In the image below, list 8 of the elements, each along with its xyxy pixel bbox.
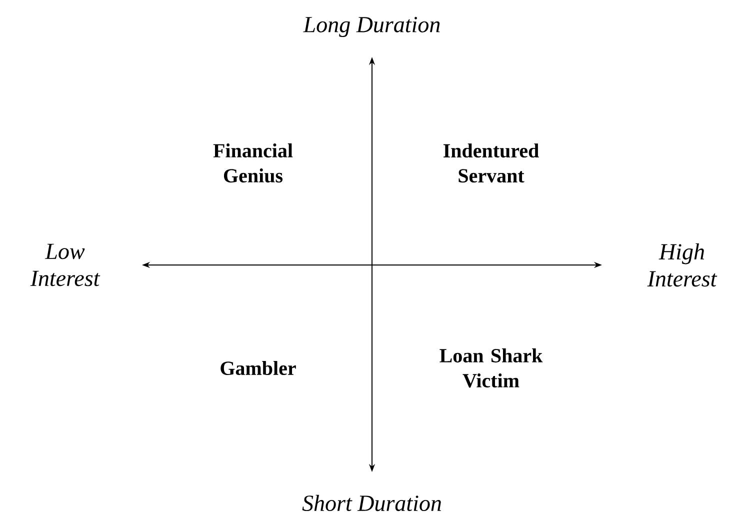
- quadrant-label: Loan Shark Victim: [440, 348, 543, 388]
- axis-label: Low Interest: [30, 244, 100, 286]
- axis-label: Long Duration: [303, 16, 440, 38]
- quadrant-label: Gambler: [220, 360, 296, 376]
- axis-label: Short Duration: [302, 494, 442, 512]
- axis-label: High Interest: [647, 243, 718, 287]
- quadrant-label: Indentured Servant: [444, 143, 539, 183]
- quadrant-label: Financial Genius: [213, 143, 293, 183]
